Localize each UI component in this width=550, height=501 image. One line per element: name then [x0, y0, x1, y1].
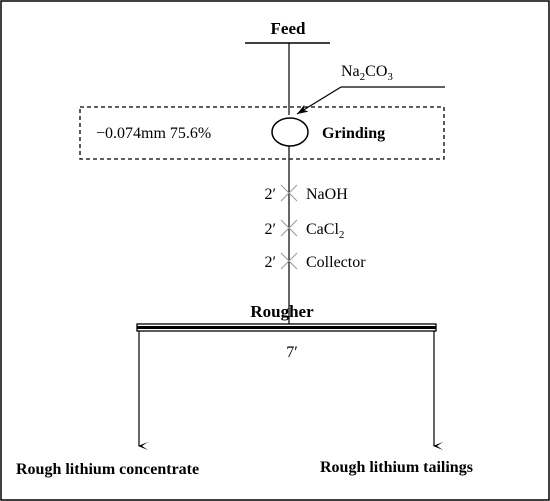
- grind-size-label: −0.074mm 75.6%: [96, 125, 211, 142]
- feed-label: Feed: [271, 19, 306, 38]
- grinding-stage-box: [79, 106, 445, 160]
- reagent-name-cacl2: CaCl2: [306, 221, 344, 241]
- reagent-cross-icon: [280, 184, 298, 202]
- tailings-label: Rough lithium tailings: [320, 459, 473, 476]
- grinding-label: Grinding: [322, 125, 385, 142]
- grinding-mill-icon: [271, 117, 309, 147]
- na2co3-label: Na2CO3: [341, 63, 393, 83]
- reagent-name-collector: Collector: [306, 254, 366, 271]
- reagent-name-naoh: NaOH: [306, 186, 348, 203]
- na2co3-arrow: [296, 86, 342, 115]
- rougher-time-label: 7′: [286, 344, 298, 361]
- reagent-time: 2′: [265, 221, 277, 238]
- reagent-cross-icon: [280, 252, 298, 270]
- rougher-label: Rougher: [250, 302, 314, 321]
- reagent-time: 2′: [265, 186, 277, 203]
- concentrate-label: Rough lithium concentrate: [16, 461, 199, 478]
- reagent-time: 2′: [265, 254, 277, 271]
- reagent-cross-icon: [280, 219, 298, 237]
